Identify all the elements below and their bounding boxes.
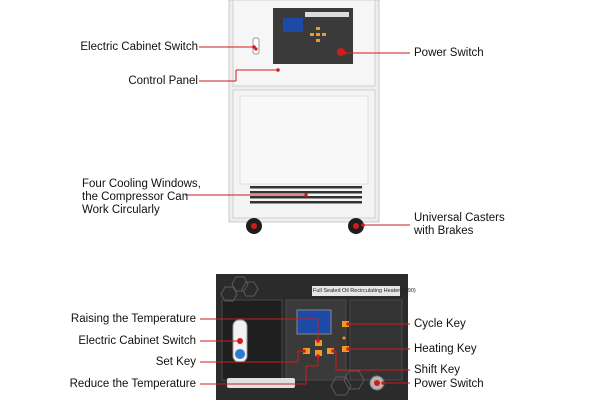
label-set-key: Set Key (155, 356, 196, 368)
label-cycle-key: Cycle Key (414, 318, 466, 330)
shift-key (327, 348, 334, 354)
label-raising-temperature: Raising the Temperature (70, 313, 196, 325)
cooling-vents (250, 186, 362, 204)
label-electric-cabinet-switch: Electric Cabinet Switch (80, 41, 198, 53)
reduce-key (315, 350, 322, 356)
cycle-key (342, 321, 349, 327)
top-leader-lines (185, 45, 410, 227)
panel-keys (303, 321, 349, 356)
label-heating-key: Heating Key (414, 343, 477, 355)
set-key (303, 348, 310, 354)
label-universal-casters: Universal Casters with Brakes (414, 212, 505, 237)
casters (246, 218, 364, 234)
cabinet-control-panel (273, 8, 353, 64)
label-electric-cabinet-switch-panel: Electric Cabinet Switch (78, 335, 196, 347)
panel-title: Full Sealed Oil Recirculating Heater(H-9… (313, 288, 416, 294)
label-shift-key: Shift Key (414, 364, 461, 376)
label-cooling-windows: Four Cooling Windows, the Compressor Can… (82, 178, 201, 216)
bottom-leader-lines (200, 318, 410, 385)
heating-key (342, 346, 349, 352)
raise-key (315, 340, 322, 346)
temperature-display (296, 309, 332, 335)
label-reduce-temperature: Reduce the Temperature (69, 378, 196, 390)
label-power-switch-panel: Power Switch (414, 378, 484, 390)
label-power-switch-top: Power Switch (414, 47, 484, 59)
label-control-panel: Control Panel (128, 75, 198, 87)
